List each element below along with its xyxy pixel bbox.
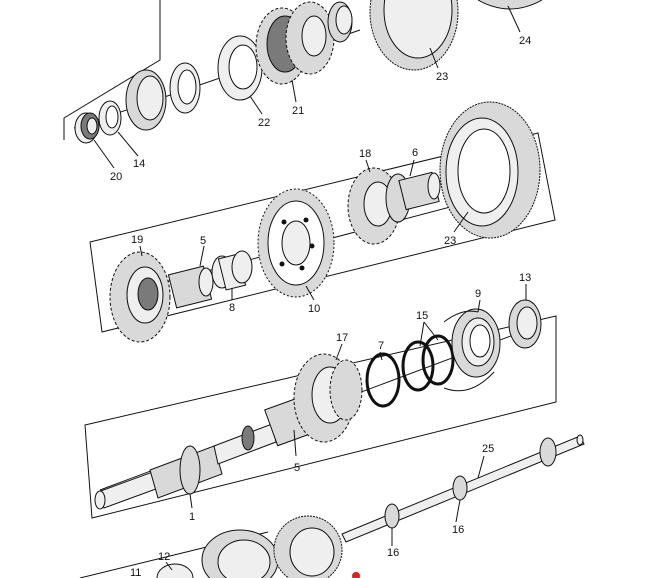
callout-15: 15 xyxy=(416,310,428,322)
lower-panel xyxy=(94,299,542,510)
top-panel-border xyxy=(63,0,161,140)
middle-panel-border xyxy=(89,132,556,333)
ring-14 xyxy=(98,100,122,136)
callout-1: 1 xyxy=(189,511,195,523)
callout-7: 7 xyxy=(378,340,384,352)
bearing-cup xyxy=(125,69,167,131)
needle-ring-23-top xyxy=(369,0,459,71)
bearing-20 xyxy=(74,112,100,144)
bearing-13 xyxy=(508,299,542,349)
gear-18 xyxy=(347,167,411,245)
gear-21 xyxy=(255,1,335,85)
callout-6: 6 xyxy=(412,147,418,159)
bottom-panel xyxy=(156,515,360,578)
callout-9: 9 xyxy=(475,288,481,300)
ring-race xyxy=(169,62,201,114)
callout-5-middle: 5 xyxy=(200,235,206,247)
middle-panel xyxy=(109,101,541,343)
callout-22: 22 xyxy=(258,117,270,129)
shift-rod-25 xyxy=(341,434,585,543)
gear-17 xyxy=(293,353,363,443)
bearing-top-small xyxy=(327,1,353,43)
callout-23-top: 23 xyxy=(436,71,448,83)
hub-6 xyxy=(398,171,441,211)
callout-23-middle: 23 xyxy=(444,235,456,247)
main-shaft-1 xyxy=(94,423,277,510)
synchro-sleeve-9 xyxy=(443,308,501,392)
callout-5-lower: 5 xyxy=(294,462,300,474)
callout-labels: 24 23 21 22 14 20 18 6 23 19 5 8 10 13 9… xyxy=(110,35,531,578)
flange-gear-10 xyxy=(257,188,335,298)
gear-19 xyxy=(109,251,171,343)
callout-17: 17 xyxy=(336,332,348,344)
callout-25: 25 xyxy=(482,443,494,455)
callout-19: 19 xyxy=(131,234,143,246)
rings-15 xyxy=(401,334,455,392)
panel-outlines xyxy=(63,0,557,578)
callout-13: 13 xyxy=(519,272,531,284)
snap-ring-7 xyxy=(365,352,401,408)
callout-8: 8 xyxy=(229,302,235,314)
callout-20: 20 xyxy=(110,171,122,183)
callout-12: 12 xyxy=(158,551,170,563)
leader-lines xyxy=(93,5,527,571)
callout-16-right: 16 xyxy=(452,524,464,536)
needle-ring-23-middle xyxy=(439,101,541,239)
callout-21: 21 xyxy=(292,105,304,117)
callout-16-left: 16 xyxy=(387,547,399,559)
lower-panel-border xyxy=(84,315,557,519)
top-panel xyxy=(73,0,543,144)
hub-5-middle xyxy=(167,265,214,309)
sleeve-8 xyxy=(211,250,253,291)
callout-18: 18 xyxy=(359,148,371,160)
callout-14: 14 xyxy=(133,158,145,170)
part-24 xyxy=(477,0,543,10)
callout-11: 11 xyxy=(130,567,141,578)
callout-10: 10 xyxy=(308,303,320,315)
hub-22 xyxy=(217,35,263,101)
callout-24: 24 xyxy=(519,35,531,47)
